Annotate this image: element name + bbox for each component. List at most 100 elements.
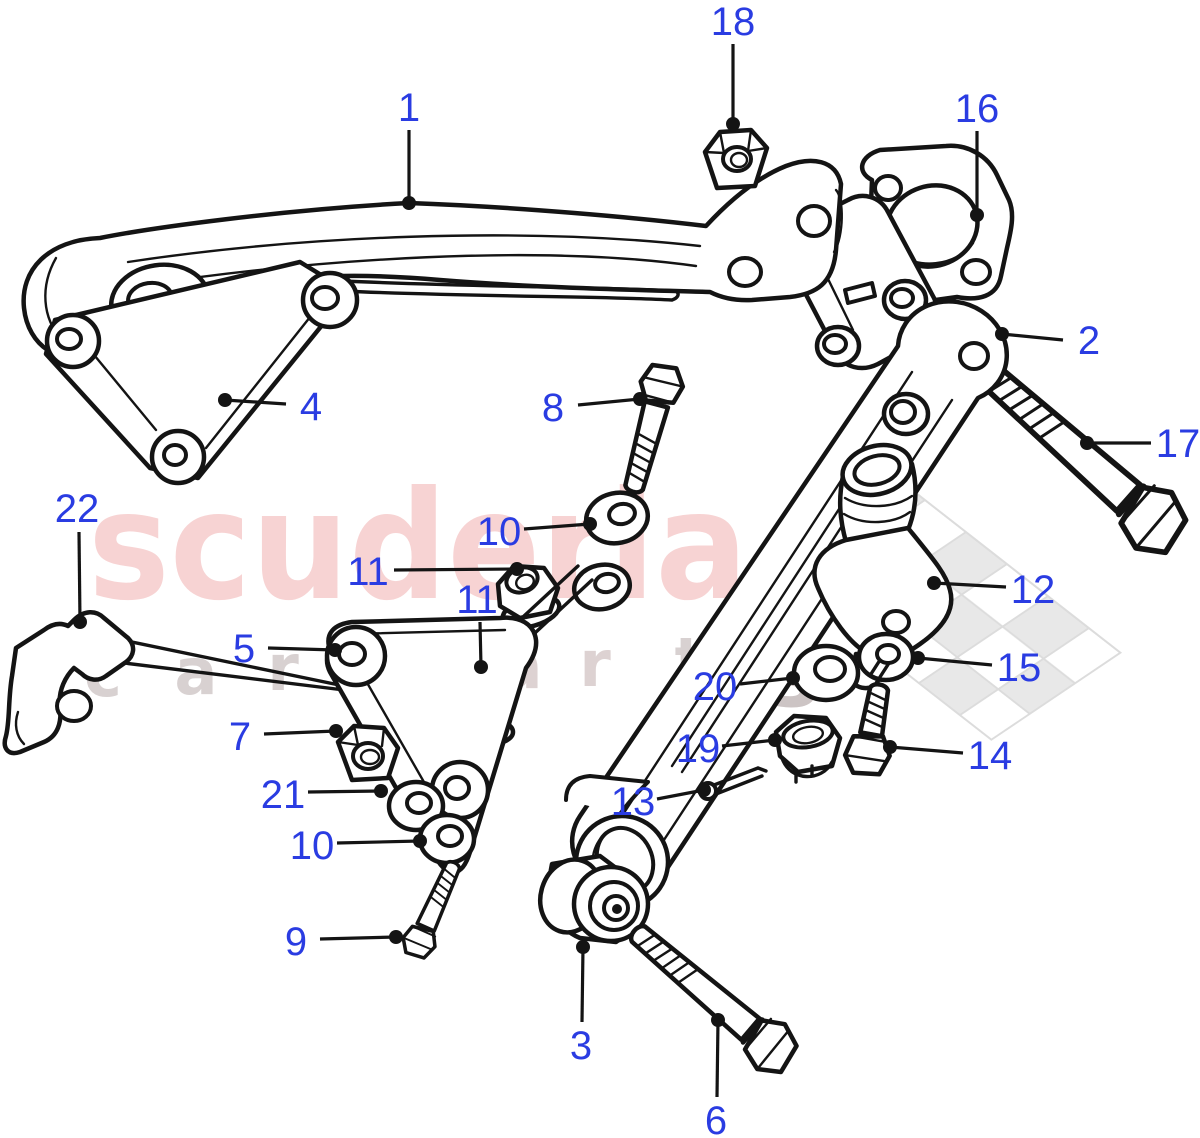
callout-dot xyxy=(633,392,647,406)
callout-number-label: 22 xyxy=(55,487,100,531)
callout-10-20: 10 xyxy=(290,824,427,868)
callout-22-7: 22 xyxy=(55,487,100,629)
callout-leader-line xyxy=(336,839,421,845)
callout-number-label: 15 xyxy=(997,646,1042,690)
part-10-washer-lower xyxy=(417,812,477,866)
callout-number-label: 21 xyxy=(261,773,306,817)
callout-number-label: 14 xyxy=(968,734,1013,778)
callout-11-9: 11 xyxy=(347,550,524,594)
callout-dot xyxy=(402,196,416,210)
callout-6-23: 6 xyxy=(705,1013,727,1138)
callout-number-label: 18 xyxy=(711,0,756,44)
callout-leader-line xyxy=(917,656,993,667)
callout-dot xyxy=(1080,436,1094,450)
callout-number-label: 10 xyxy=(290,824,335,868)
callout-number-label: 9 xyxy=(285,920,307,964)
callout-leader-line xyxy=(267,646,336,652)
callout-dot xyxy=(883,740,897,754)
callout-leader-line xyxy=(656,788,705,801)
part-20-washer xyxy=(791,643,861,703)
callout-dot xyxy=(995,327,1009,341)
callout-13-19: 13 xyxy=(611,780,711,824)
callout-16-2: 16 xyxy=(955,87,1000,222)
callout-number-label: 10 xyxy=(477,510,522,554)
callout-14-17: 14 xyxy=(883,734,1012,778)
callout-number-label: 19 xyxy=(676,727,721,771)
callout-dot xyxy=(927,576,941,590)
callout-leader-line xyxy=(715,1019,720,1098)
callout-leader-line xyxy=(721,738,776,748)
callout-leader-line xyxy=(577,397,641,407)
callout-leader-line xyxy=(889,745,964,755)
callout-number-label: 12 xyxy=(1011,568,1056,612)
callout-leader-line xyxy=(393,567,518,572)
callout-9-21: 9 xyxy=(285,920,403,964)
watermark-letter-5: r xyxy=(579,628,611,702)
callout-number-label: 5 xyxy=(233,627,255,671)
callout-3-22: 3 xyxy=(570,940,592,1068)
part-9-bolt xyxy=(396,854,472,965)
callout-number-label: 16 xyxy=(955,87,1000,131)
callout-dot xyxy=(583,517,597,531)
callout-number-label: 13 xyxy=(611,780,656,824)
callout-2-3: 2 xyxy=(995,319,1100,363)
callout-number-label: 2 xyxy=(1078,319,1100,363)
callout-leader-line xyxy=(739,676,794,686)
callout-number-label: 6 xyxy=(705,1099,727,1138)
callout-dot xyxy=(328,643,342,657)
callout-21-18: 21 xyxy=(261,773,388,817)
callout-15-13: 15 xyxy=(911,646,1041,690)
callout-number-label: 20 xyxy=(693,665,738,709)
callout-12-10: 12 xyxy=(927,568,1055,612)
part-15-tab-washer xyxy=(856,631,916,683)
part-10-washer-upper xyxy=(583,490,651,546)
callout-dot xyxy=(576,940,590,954)
part-7-nut xyxy=(335,723,401,783)
callout-number-label: 7 xyxy=(229,715,251,759)
callout-dot xyxy=(786,671,800,685)
callout-dot xyxy=(374,784,388,798)
watermark-brand-text: scuderia xyxy=(88,460,748,634)
callout-number-label: 8 xyxy=(542,386,564,430)
callout-leader-line xyxy=(224,398,287,406)
callout-dot xyxy=(768,733,782,747)
callout-19-16: 19 xyxy=(676,727,782,771)
callout-leader-line xyxy=(319,935,397,941)
callout-18-1: 18 xyxy=(711,0,756,131)
callout-5-12: 5 xyxy=(233,627,342,671)
callout-leader-line xyxy=(1001,332,1064,342)
callout-dot xyxy=(970,208,984,222)
callout-17-6: 17 xyxy=(1080,422,1200,466)
callout-number-label: 3 xyxy=(570,1024,592,1068)
callout-4-4: 4 xyxy=(218,385,322,429)
callout-11-11: 11 xyxy=(456,578,498,674)
callout-leader-line xyxy=(263,729,337,736)
part-4-bracket xyxy=(43,259,360,486)
watermark-letter-2: r xyxy=(267,632,299,706)
callout-number-label: 11 xyxy=(456,578,498,622)
callout-dot xyxy=(329,724,343,738)
callout-7-15: 7 xyxy=(229,715,343,759)
callout-dot xyxy=(413,834,427,848)
callout-dot xyxy=(697,783,711,797)
callout-leader-line xyxy=(523,522,591,531)
callout-number-label: 17 xyxy=(1156,422,1200,466)
callout-dot xyxy=(711,1013,725,1027)
part-6-bolt xyxy=(618,911,807,1082)
part-14-bolt xyxy=(842,681,901,779)
callout-8-5: 8 xyxy=(542,386,647,430)
callout-leader-line xyxy=(933,581,1007,589)
callout-leader-line xyxy=(307,789,382,794)
callout-leader-line xyxy=(580,946,585,1023)
callout-leader-line xyxy=(478,621,483,668)
callout-dot xyxy=(911,651,925,665)
callout-dot xyxy=(474,660,488,674)
callout-20-14: 20 xyxy=(693,665,800,709)
callout-dot xyxy=(218,393,232,407)
callout-number-label: 11 xyxy=(347,550,389,594)
callout-10-8: 10 xyxy=(477,510,597,554)
part-18-nut xyxy=(702,127,770,191)
